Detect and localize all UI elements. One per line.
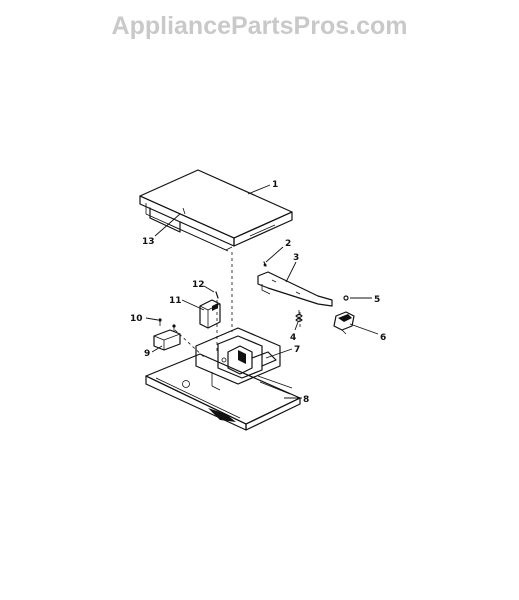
callout-3: 3 bbox=[293, 253, 299, 263]
callout-4: 4 bbox=[290, 333, 296, 343]
leader-9 bbox=[151, 345, 163, 353]
part-11-latch-block bbox=[199, 299, 221, 329]
callout-7: 7 bbox=[294, 345, 300, 355]
part-6-handle bbox=[333, 311, 355, 335]
leader-13 bbox=[154, 213, 181, 237]
callout-5: 5 bbox=[374, 295, 380, 305]
part-13-bracket bbox=[149, 207, 186, 233]
part-1-cover-plate bbox=[139, 169, 293, 252]
leader-7 bbox=[265, 348, 293, 359]
callout-9: 9 bbox=[144, 349, 150, 359]
callout-12: 12 bbox=[192, 280, 205, 290]
callout-11: 11 bbox=[169, 296, 182, 306]
leader-10 bbox=[145, 317, 159, 321]
callout-6: 6 bbox=[380, 333, 386, 343]
leader-12 bbox=[203, 285, 215, 293]
part-9-bracket bbox=[153, 329, 181, 351]
part-4-spring bbox=[295, 310, 303, 323]
callout-13: 13 bbox=[142, 237, 155, 247]
part-8-base-tray bbox=[145, 353, 301, 431]
leader-6 bbox=[349, 323, 379, 335]
watermark-text: AppliancePartsPros.com bbox=[111, 12, 408, 40]
part-10-screws bbox=[158, 318, 176, 332]
callout-1: 1 bbox=[272, 180, 278, 190]
leader-2 bbox=[265, 246, 284, 263]
part-3-lever-arm bbox=[257, 271, 333, 307]
leader-3 bbox=[285, 261, 297, 283]
leader-1 bbox=[247, 184, 271, 195]
callout-2: 2 bbox=[285, 239, 291, 249]
callout-10: 10 bbox=[130, 314, 143, 324]
part-2-screw bbox=[263, 261, 267, 267]
callout-8: 8 bbox=[303, 395, 309, 405]
leader-11 bbox=[181, 299, 205, 311]
part-5-nut bbox=[343, 295, 349, 301]
leader-4 bbox=[294, 321, 299, 331]
part-12-pin bbox=[215, 291, 219, 299]
part-7-lock-mechanism bbox=[195, 327, 293, 395]
